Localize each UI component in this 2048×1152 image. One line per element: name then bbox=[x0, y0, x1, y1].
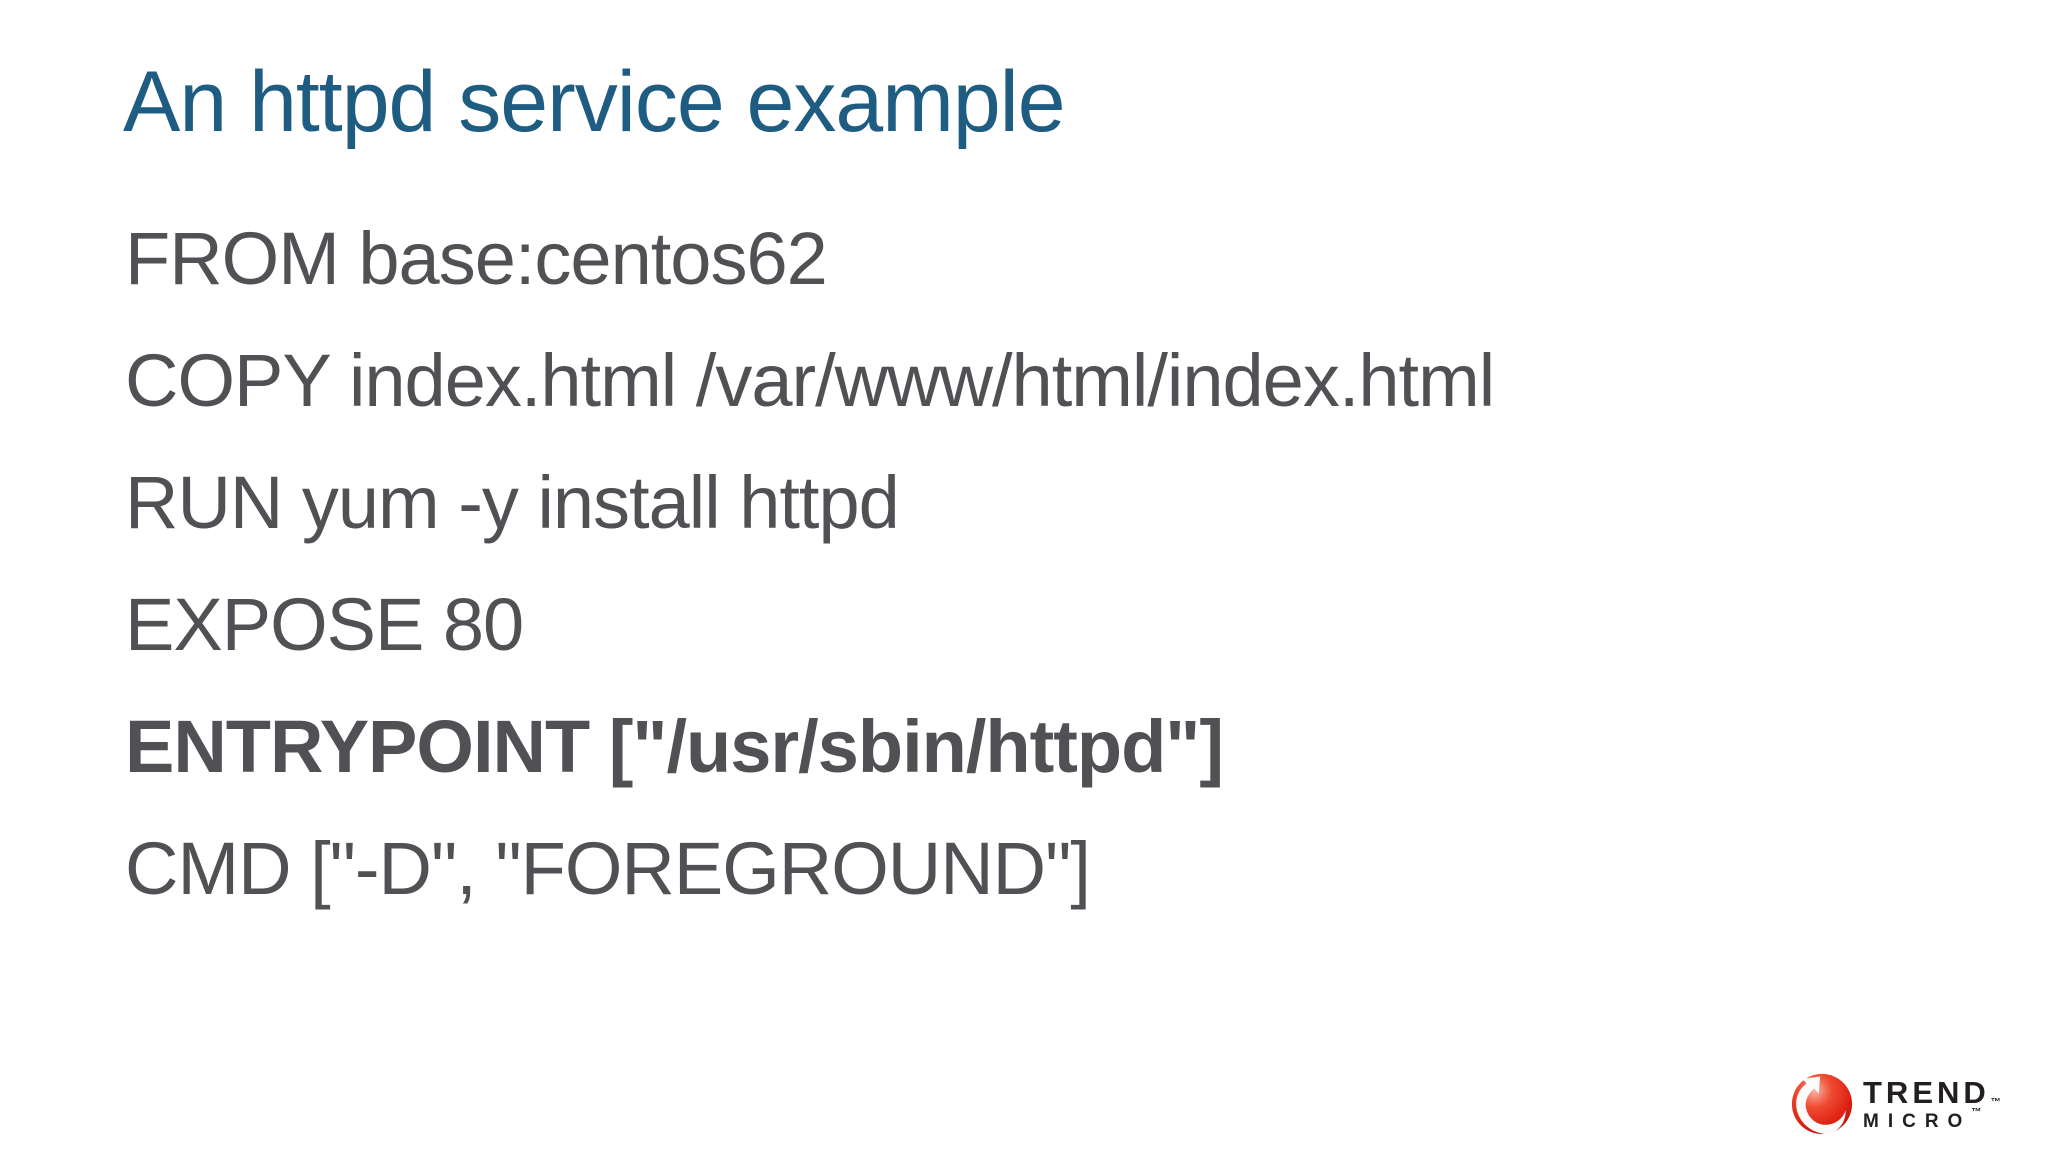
dockerfile-code-block: FROM base:centos62 COPY index.html /var/… bbox=[125, 198, 1495, 930]
logo-micro-text: MICRO bbox=[1863, 1111, 1972, 1132]
code-line-from: FROM base:centos62 bbox=[125, 217, 828, 300]
code-line-cmd: CMD ["-D", "FOREGROUND"] bbox=[125, 827, 1091, 910]
code-line-entrypoint: ENTRYPOINT ["/usr/sbin/httpd"] bbox=[125, 705, 1224, 788]
code-line-copy: COPY index.html /var/www/html/index.html bbox=[125, 339, 1495, 422]
code-line-expose: EXPOSE 80 bbox=[125, 583, 524, 666]
slide-title: An httpd service example bbox=[123, 54, 1066, 150]
code-line-run: RUN yum -y install httpd bbox=[125, 461, 900, 544]
logo-trend-text: TREND bbox=[1863, 1075, 1990, 1110]
trademark-symbol: ™ bbox=[1971, 1107, 1982, 1118]
trendmicro-ball-icon bbox=[1791, 1073, 1853, 1135]
trademark-symbol: ™ bbox=[1990, 1097, 2001, 1108]
